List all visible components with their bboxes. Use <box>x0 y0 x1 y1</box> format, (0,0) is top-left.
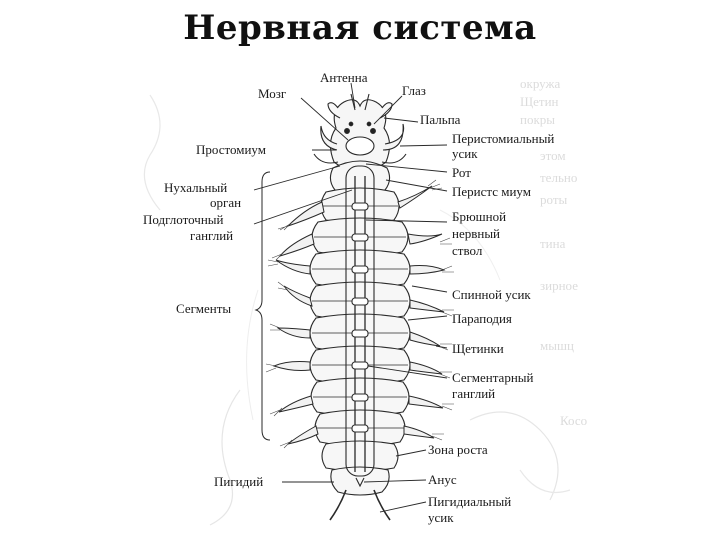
label-parapodium: Параподия <box>452 311 512 326</box>
eye <box>370 128 376 134</box>
bg-text: Щетин <box>520 94 559 109</box>
chaetae <box>265 179 454 449</box>
peristomial-cirrus <box>320 125 338 151</box>
bg-text: тельно <box>540 170 577 185</box>
pygidial-cirrus <box>329 489 347 521</box>
label-pygidial-cirrus: Пигидиальный <box>428 494 511 509</box>
eye <box>366 121 372 127</box>
bg-text: тина <box>540 236 566 251</box>
label-dorsal-cirrus: Спинной усик <box>452 287 531 302</box>
labels: Мозг Антенна Глаз Пальпа Простомиум Пери… <box>143 70 554 525</box>
bg-text: этом <box>540 148 566 163</box>
label-ventral-nerve-cord: нервный <box>452 226 500 241</box>
bg-text: мышц <box>540 338 574 353</box>
label-eye: Глаз <box>402 83 426 98</box>
eye <box>348 121 354 127</box>
label-segments: Сегменты <box>176 301 231 316</box>
palp <box>379 102 393 119</box>
label-subpharyngeal-ganglion: Подглоточный <box>143 212 224 227</box>
peristomial-cirrus <box>382 123 405 151</box>
bg-text: покры <box>520 112 555 127</box>
pygidium <box>330 466 390 496</box>
ventral-nerve-cord <box>345 165 375 477</box>
label-palp: Пальпа <box>420 112 461 127</box>
label-pygidium: Пигидий <box>214 474 263 489</box>
bg-text: Косо <box>560 413 587 428</box>
label-growth-zone: Зона роста <box>428 442 488 457</box>
segmental-ganglia <box>351 202 369 433</box>
palp <box>327 102 341 119</box>
label-ventral-nerve-cord: ствол <box>452 243 483 258</box>
label-prostomium: Простомиум <box>196 142 266 157</box>
parapodia <box>272 185 446 445</box>
leader-lines <box>253 82 448 513</box>
ventral-nerve-cord <box>354 176 366 472</box>
segments-bracket <box>254 171 271 441</box>
slide-title: Нервная система <box>183 8 537 48</box>
peristomial-cirrus <box>381 153 407 164</box>
label-peristomial-cirrus: Перистомиальный <box>452 131 554 146</box>
antenna <box>350 93 356 111</box>
peristomial-cirrus <box>313 153 339 164</box>
label-peristomium: Перистс миум <box>452 184 531 199</box>
bg-text: окружа <box>520 76 560 91</box>
segmental-nerves <box>312 205 408 429</box>
label-antenna: Антенна <box>320 70 368 85</box>
label-subpharyngeal-ganglion: ганглий <box>190 228 233 243</box>
growth-zone <box>321 440 399 472</box>
bg-text: роты <box>540 192 568 207</box>
eye <box>344 128 350 134</box>
pygidial-cirrus <box>373 489 391 521</box>
bg-text: зирное <box>540 278 578 293</box>
antenna <box>364 93 370 111</box>
label-nuchal-organ: Нухальный <box>164 180 227 195</box>
label-brain: Мозг <box>258 86 286 101</box>
label-segmental-ganglion: ганглий <box>452 386 495 401</box>
worm-body <box>309 93 411 521</box>
anus <box>355 477 365 488</box>
label-mouth: Рот <box>452 165 471 180</box>
label-ventral-nerve-cord: Брюшной <box>452 209 506 224</box>
label-nuchal-organ: орган <box>210 195 241 210</box>
brain <box>345 136 375 156</box>
scan-background: окружа Щетин покры этом тельно роты тина… <box>143 76 587 526</box>
label-anus: Анус <box>428 472 457 487</box>
label-chaetae: Щетинки <box>452 341 504 356</box>
label-pygidial-cirrus: усик <box>428 510 454 525</box>
label-peristomial-cirrus: усик <box>452 146 478 161</box>
label-segmental-ganglion: Сегментарный <box>452 370 534 385</box>
